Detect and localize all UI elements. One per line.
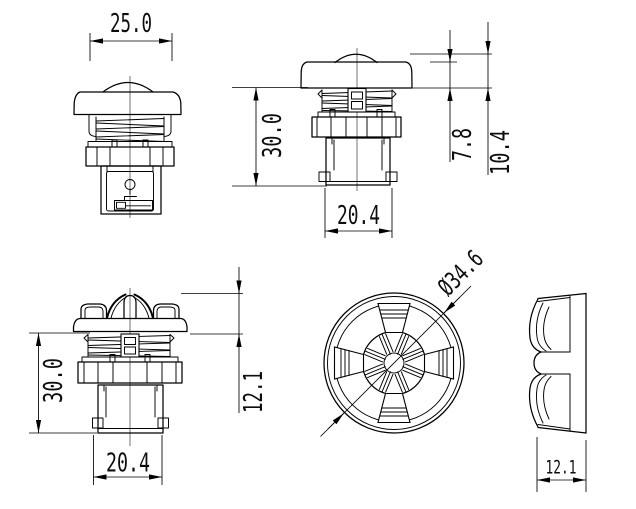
nut-facets [316,116,397,138]
dimension-body-width: 20.4 [324,188,393,238]
dome-profile-bottom [528,373,542,428]
dimension-star-cap-height: 12.1 [181,267,269,413]
cap [73,91,182,116]
clip-hooks [317,89,397,99]
front-view-led-button [73,76,182,218]
dim-label-12-1-front: 12.1 [239,371,269,413]
keyway-slot [351,91,363,100]
dim-label-30-0-side: 30.0 [258,113,288,158]
center-circle [383,352,405,374]
dimension-body-height: 30.0 [232,87,327,187]
petal-arcs-bottom [535,374,552,424]
nut-facets [96,146,164,167]
dim-label-10-4: 10.4 [486,130,516,175]
side-view-led-button [300,48,413,191]
petal-tabs [333,302,455,424]
dimension-star-body-height: 30.0 [29,332,97,434]
dim-label-diameter: Ø34.6 [432,245,489,302]
housing-clips [331,137,385,171]
mount-tab [385,171,398,182]
dim-label-20-4-side: 20.4 [337,201,380,231]
housing-ticks [106,165,154,173]
cap-rim-inner-edges [537,297,571,430]
cap-shoulder-left-inner [84,306,104,319]
keyway-slot [124,346,136,355]
dim-label-20-4-star: 20.4 [106,449,150,479]
spokes [364,333,424,393]
nut-facets [83,361,177,384]
connector-slot [114,200,153,211]
dimension-profile-width: 12.1 [536,437,587,492]
housing [325,137,391,186]
connector-pin [116,201,126,209]
dim-label-25-0: 25.0 [110,9,152,39]
center-petal-bulge [533,351,542,375]
cap-shoulder-right [152,303,180,320]
dim-label-7-8: 7.8 [448,128,478,161]
nut-collar [87,141,173,148]
cap-outer-circle [323,292,465,434]
dim-label-12-1-profile: 12.1 [546,457,577,479]
nut [77,361,183,384]
dome-profile-top [528,298,542,353]
cap [300,61,413,89]
mount-tab [157,417,169,429]
housing [100,165,162,215]
clip-hooks [83,334,175,343]
dome-lens [102,81,154,93]
dimension-star-body-width: 20.4 [93,435,163,485]
dimension-cap-heights: 7.8 10.4 [410,22,516,175]
housing-clips [103,384,158,418]
cap-rim-circle [327,296,461,430]
keyway-slot [351,101,363,110]
housing-panel [106,171,154,212]
dim-label-30-0-star: 30.0 [39,358,69,403]
threads [95,118,165,142]
nut [311,116,402,138]
front-view-star-button [72,288,188,446]
nut-tick [376,109,383,118]
top-view-star-button [323,292,465,434]
dimension-cap-width: 25.0 [89,9,173,61]
terminal-wire [124,189,137,201]
crown-center-petal [123,294,137,320]
housing [97,384,164,434]
cap-shoulder-left [80,303,108,320]
profile-view-star-cap [528,292,587,434]
mount-tab [92,417,104,429]
cap-rim [72,317,188,333]
mount-tab [318,171,331,182]
crown-petal-arcs [106,293,154,319]
center-petal-edges [540,351,571,375]
keyway-slot [124,337,136,345]
cap-shoulder-right-inner [156,306,176,319]
dome-lens [334,53,378,64]
petal-arcs-top [535,302,552,352]
cap-rim-edges [537,292,587,434]
